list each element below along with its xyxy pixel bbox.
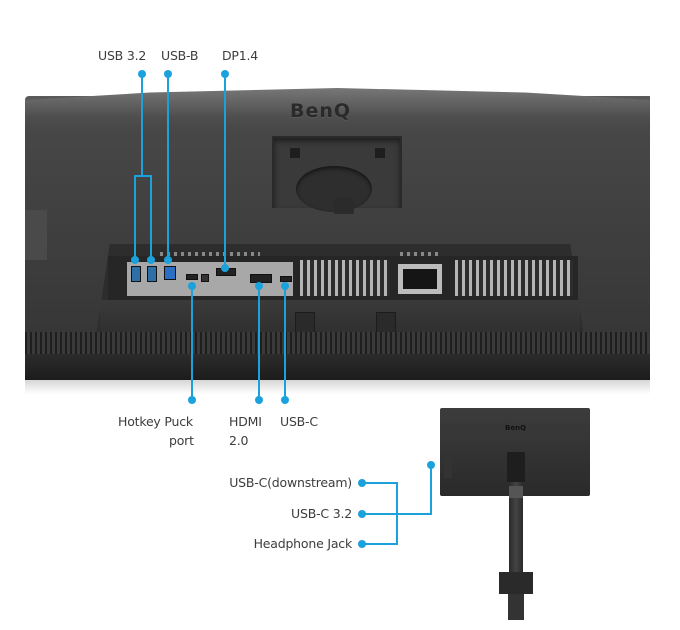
callout-dot-icon (131, 256, 139, 264)
usb-3-2-port-1 (131, 266, 141, 282)
monitor-shadow (25, 380, 650, 394)
small-monitor-clamp-bottom (508, 594, 524, 620)
cable-ledge (100, 300, 580, 338)
callout-dot-icon (164, 256, 172, 264)
callout-line-headphone (362, 543, 398, 545)
usb-b-port (164, 266, 176, 280)
label-hotkey-puck: Hotkey Puck (118, 414, 193, 429)
callout-line-hdmi (258, 284, 260, 400)
callout-line-usb-c-3-2 (362, 513, 432, 515)
label-hdmi: HDMI (229, 414, 262, 429)
label-usb-c: USB-C (280, 414, 318, 429)
small-brand-logo: BenQ (505, 424, 527, 432)
callout-dot-icon (147, 256, 155, 264)
callout-bracket-usb-3-2 (134, 175, 152, 177)
small-monitor-mount (507, 452, 525, 482)
callout-line-usb-3-2-b (150, 175, 152, 259)
callout-dot-icon (281, 396, 289, 404)
vesa-slot-right (375, 148, 385, 158)
vent-grid-2 (455, 260, 573, 296)
usb-c-port (280, 276, 292, 282)
callout-line-usb-c (284, 284, 286, 400)
small-monitor-pole (509, 482, 523, 582)
bottom-vent-grille (25, 332, 650, 354)
label-usb-b: USB-B (161, 48, 199, 63)
callout-line-usb-3-2 (141, 74, 143, 176)
callout-line-dp-1-4 (224, 74, 226, 268)
brand-logo: BenQ (290, 100, 352, 122)
side-panel (25, 210, 47, 260)
callout-line-usb-3-2-a (134, 175, 136, 259)
callout-line-side-up (430, 465, 432, 515)
monitor-bottom-edge (25, 354, 650, 380)
label-dp-1-4: DP1.4 (222, 48, 259, 63)
hotkey-puck-port (186, 274, 198, 280)
label-usb-c-downstream: USB-C(downstream) (229, 475, 352, 490)
vent-dots-2 (400, 252, 442, 256)
power-socket (403, 269, 437, 289)
vent-grid-1 (300, 260, 390, 296)
small-monitor-clamp (499, 572, 533, 594)
label-usb-c-3-2: USB-C 3.2 (291, 506, 352, 521)
side-port-panel (444, 456, 452, 478)
label-hdmi-version: 2.0 (229, 433, 249, 448)
callout-dot-icon (188, 282, 196, 290)
callout-dot-icon (255, 396, 263, 404)
callout-line-usb-b (167, 74, 169, 260)
label-usb-3-2: USB 3.2 (98, 48, 147, 63)
port-marker (201, 274, 209, 282)
small-monitor-joint (509, 486, 523, 498)
callout-dot-icon (188, 396, 196, 404)
callout-line-hotkey (191, 284, 193, 400)
callout-dot-icon (281, 282, 289, 290)
label-hotkey-puck-port: port (169, 433, 194, 448)
label-headphone-jack: Headphone Jack (253, 536, 353, 551)
vent-dots (160, 252, 260, 256)
callout-line-usb-c-downstream (362, 482, 398, 484)
vesa-tab (334, 198, 354, 214)
callout-dot-icon (221, 264, 229, 272)
callout-dot-icon (427, 461, 435, 469)
callout-dot-icon (255, 282, 263, 290)
vesa-slot-left (290, 148, 300, 158)
usb-3-2-port-2 (147, 266, 157, 282)
